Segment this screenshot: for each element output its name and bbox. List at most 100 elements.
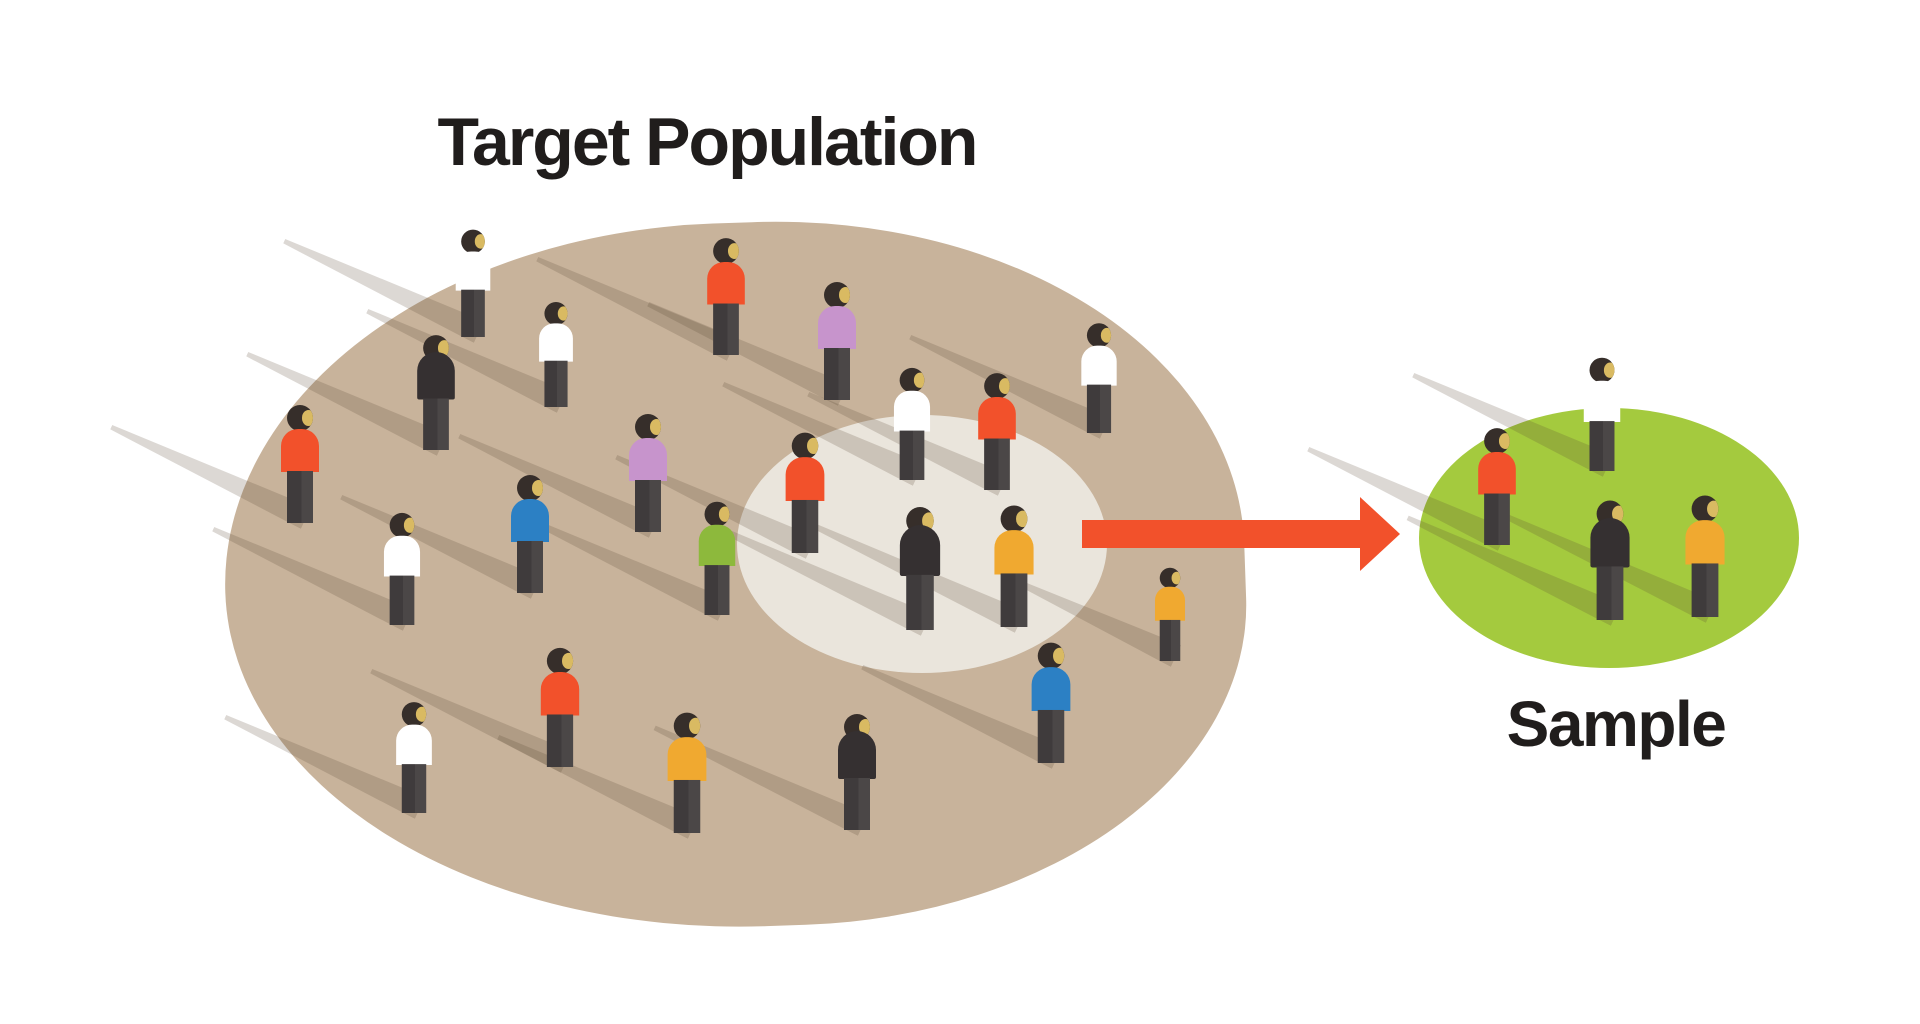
sample-person-dark-shirt: [1587, 498, 1632, 620]
person-head-icon: [517, 475, 543, 501]
person-face-icon: [727, 243, 739, 260]
arrow-shaft: [1082, 520, 1362, 548]
person-legs: [713, 303, 739, 355]
person-face-icon: [858, 719, 870, 736]
person-face-icon: [649, 419, 661, 436]
person-legs: [1589, 421, 1615, 471]
person-face-icon: [1498, 433, 1510, 450]
person-torso: [1583, 380, 1621, 423]
person-legs: [906, 574, 934, 630]
person-torso: [698, 524, 736, 567]
person-torso: [511, 499, 549, 542]
person-head-icon: [1159, 567, 1181, 589]
person-legs: [461, 289, 485, 337]
population-person-yellow-shirt: [665, 712, 710, 833]
person-face-icon: [998, 378, 1010, 395]
person-legs: [389, 575, 415, 625]
person-legs: [517, 541, 543, 593]
person-legs: [899, 430, 925, 480]
population-person-purple-shirt: [626, 414, 670, 532]
person-torso: [396, 724, 432, 766]
person-legs: [1159, 619, 1181, 661]
person-head-icon: [899, 367, 925, 393]
person-face-icon: [718, 506, 730, 523]
population-person-yellow-shirt: [991, 505, 1036, 627]
person-head-icon: [984, 373, 1010, 399]
person-legs: [984, 438, 1010, 490]
person-head-icon: [673, 712, 701, 740]
person-legs: [401, 764, 427, 813]
person-torso: [455, 251, 491, 291]
person-face-icon: [301, 410, 313, 427]
person-torso: [540, 672, 580, 716]
person-head-icon: [1691, 495, 1719, 523]
person-legs: [1691, 563, 1719, 617]
population-person-red-shirt: [538, 647, 582, 767]
population-person-blue-shirt: [508, 475, 552, 593]
person-legs: [423, 398, 449, 450]
person-head-icon: [713, 238, 739, 264]
population-person-white-shirt: [393, 702, 434, 813]
person-torso: [1081, 345, 1117, 386]
person-face-icon: [1603, 362, 1615, 379]
person-head-icon: [1000, 505, 1028, 533]
person-head-icon: [1589, 357, 1615, 383]
population-person-red-shirt: [783, 432, 828, 553]
person-face-icon: [688, 717, 701, 735]
person-torso: [818, 306, 856, 349]
person-legs: [1086, 384, 1112, 433]
person-face-icon: [557, 306, 568, 321]
person-torso: [383, 535, 421, 577]
arrow-head-icon: [1360, 497, 1400, 571]
person-head-icon: [791, 432, 819, 460]
person-torso: [893, 390, 931, 432]
person-torso: [838, 731, 876, 779]
person-face-icon: [1171, 571, 1181, 585]
person-torso: [667, 737, 707, 781]
population-person-dark-shirt: [414, 333, 458, 450]
target-population-title: Target Population: [437, 104, 979, 180]
person-legs: [1596, 566, 1624, 620]
person-face-icon: [561, 653, 574, 670]
person-face-icon: [1611, 505, 1624, 523]
person-legs: [1037, 709, 1065, 763]
person-torso: [539, 323, 573, 362]
person-torso: [707, 261, 745, 305]
person-head-icon: [1484, 428, 1510, 454]
population-person-yellow-shirt: [1153, 567, 1188, 661]
sample-person-white-shirt: [1581, 357, 1623, 471]
person-torso: [1154, 586, 1186, 621]
person-torso: [1478, 451, 1516, 495]
person-head-icon: [635, 414, 661, 440]
person-torso: [978, 396, 1016, 440]
sample-person-red-shirt: [1475, 428, 1519, 545]
person-torso: [629, 438, 667, 481]
person-face-icon: [913, 372, 925, 389]
population-person-dark-shirt: [835, 712, 879, 830]
population-person-white-shirt: [381, 512, 423, 625]
person-head-icon: [824, 282, 850, 308]
population-person-dark-shirt: [897, 505, 944, 630]
person-legs: [544, 360, 568, 407]
person-face-icon: [403, 517, 415, 534]
person-torso: [994, 530, 1034, 575]
person-head-icon: [461, 229, 485, 254]
person-legs: [844, 778, 870, 830]
person-face-icon: [415, 706, 427, 723]
population-person-white-shirt: [891, 367, 933, 480]
population-person-purple-shirt: [815, 282, 859, 400]
person-head-icon: [287, 405, 313, 431]
person-head-icon: [544, 301, 568, 326]
person-head-icon: [704, 501, 730, 527]
person-face-icon: [474, 234, 485, 250]
person-torso: [785, 457, 825, 501]
person-head-icon: [1086, 323, 1112, 348]
sample-person-yellow-shirt: [1682, 495, 1727, 617]
person-torso: [417, 351, 455, 400]
person-legs: [546, 714, 574, 767]
person-torso: [281, 429, 319, 472]
person-legs: [704, 565, 730, 615]
person-legs: [287, 471, 313, 523]
person-torso: [1590, 518, 1630, 568]
person-legs: [824, 348, 850, 400]
